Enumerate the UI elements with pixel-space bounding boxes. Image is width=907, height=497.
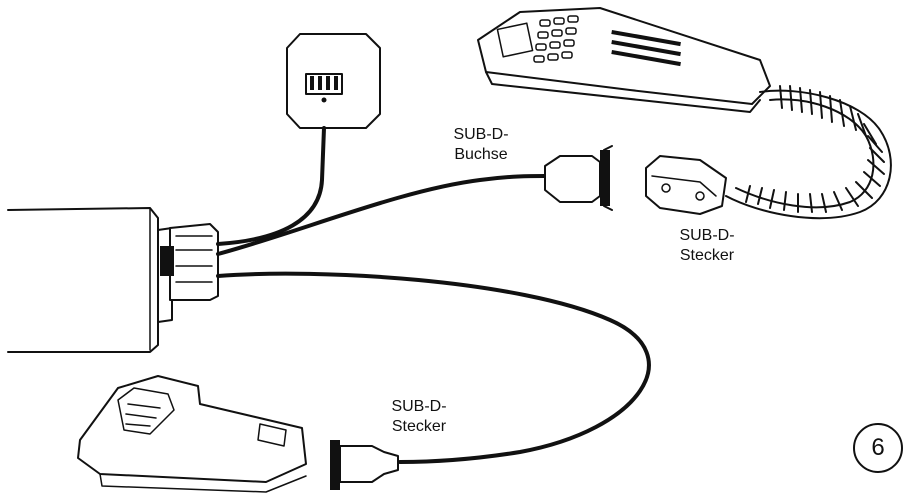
- sub-d-stecker-connector: [645, 155, 727, 215]
- unit-connector: [160, 223, 219, 301]
- label-sub-d-stecker-right-line1: SUB-D-: [679, 227, 735, 244]
- sub-d-buchse-connector: [544, 145, 613, 211]
- label-sub-d-buchse-line2: Buchse: [454, 146, 508, 163]
- label-sub-d-stecker-right-line2: Stecker: [679, 247, 735, 264]
- label-sub-d-stecker-bottom: SUB-D- Stecker: [374, 397, 464, 437]
- label-sub-d-stecker-right: SUB-D- Stecker: [662, 226, 752, 266]
- handheld-terminal: [477, 7, 771, 113]
- cable-to-sub-d-buchse: [216, 174, 547, 256]
- label-sub-d-buchse-line1: SUB-D-: [453, 126, 509, 143]
- wall-socket: [286, 33, 381, 129]
- label-sub-d-buchse: SUB-D- Buchse: [436, 125, 526, 165]
- label-sub-d-stecker-bottom-line1: SUB-D-: [391, 398, 447, 415]
- cable-to-bottom-connector: [216, 271, 651, 464]
- bottom-sub-d-stecker-connector: [330, 440, 399, 490]
- coiled-cord: [725, 85, 892, 220]
- figure-number-badge: 6: [853, 423, 903, 473]
- label-sub-d-stecker-bottom-line2: Stecker: [391, 418, 447, 435]
- terminal-cradle: [77, 375, 307, 493]
- base-unit: [7, 207, 173, 353]
- cable-to-wall-socket: [216, 126, 326, 246]
